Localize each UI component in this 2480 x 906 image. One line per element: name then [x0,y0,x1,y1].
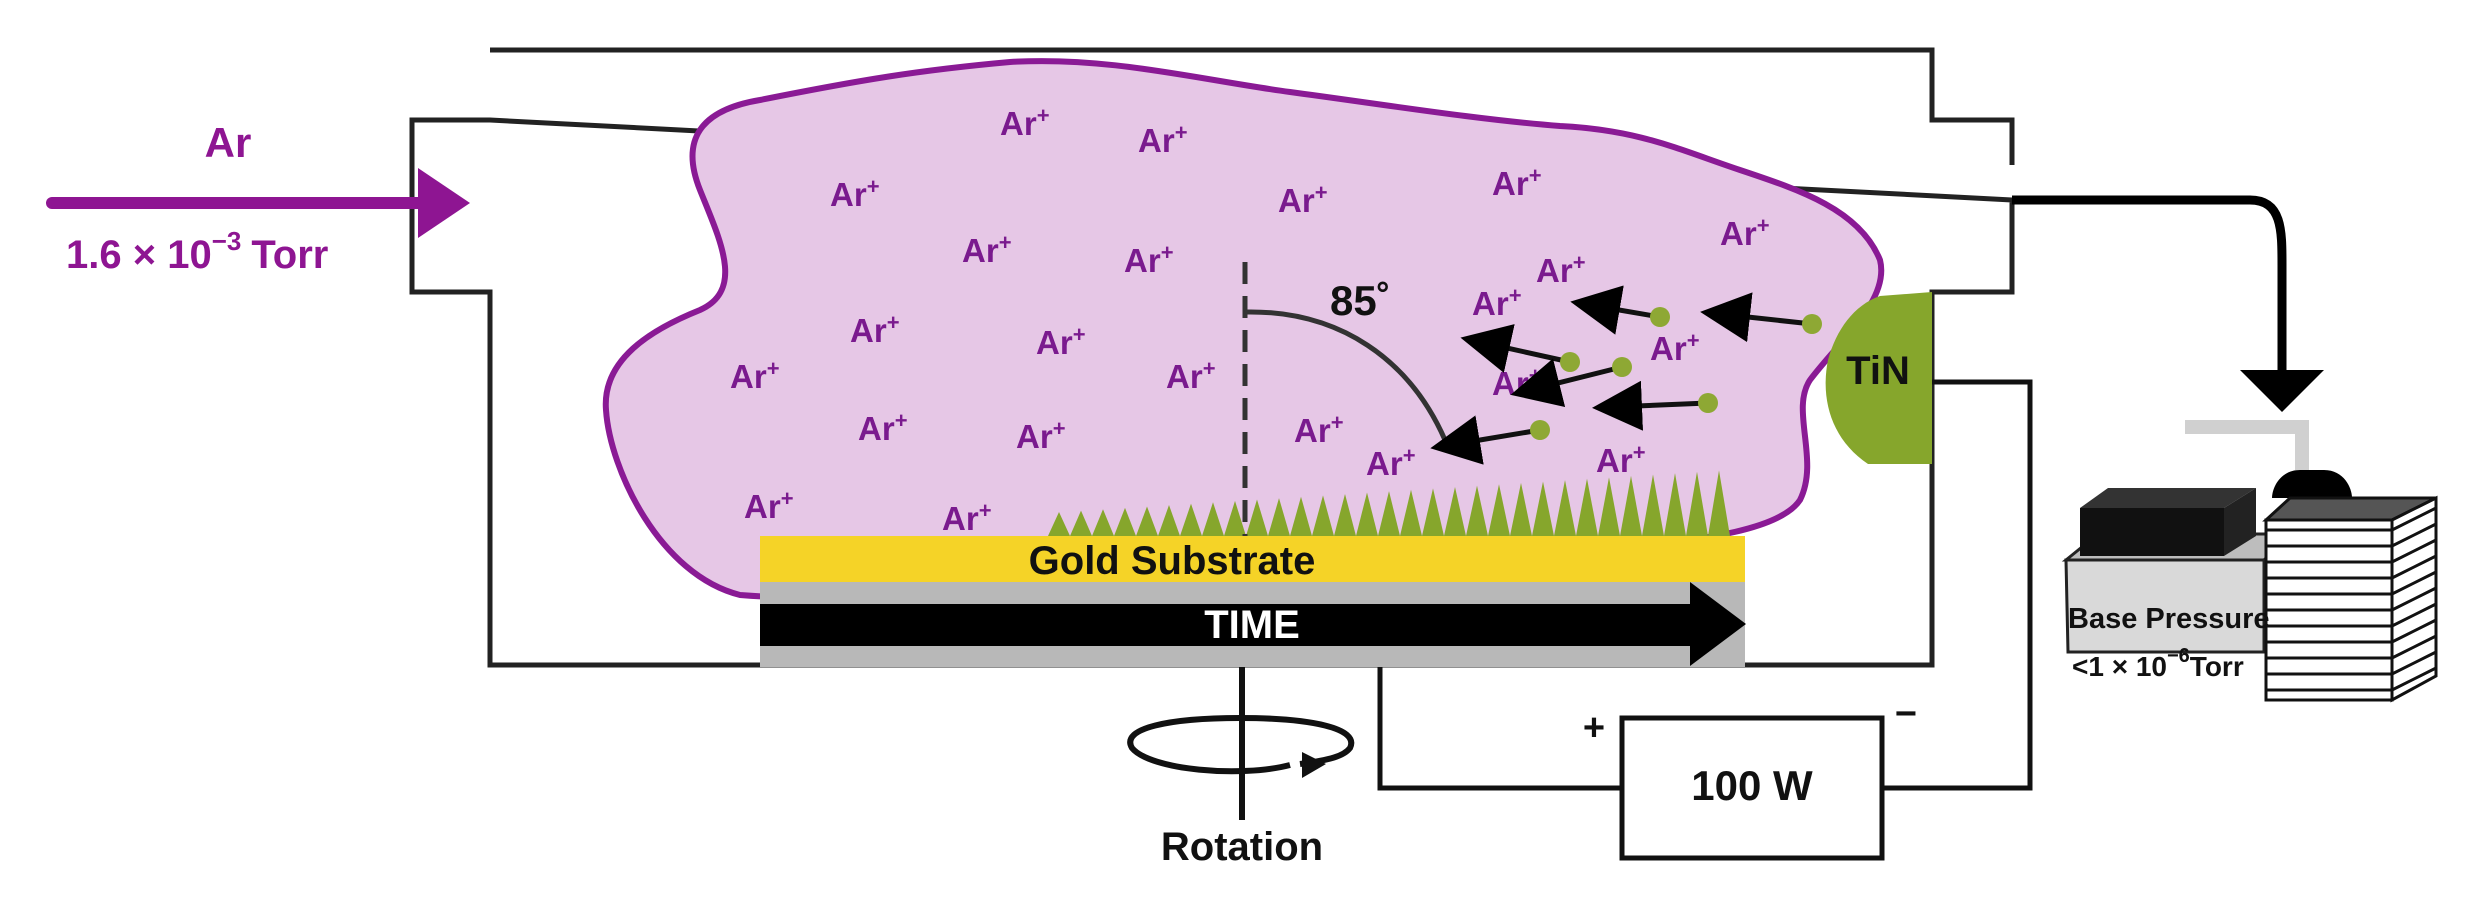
particle-trajectory-arrow [1592,380,1709,431]
argon-ion-label: Ar+ [850,310,900,349]
argon-inlet-arrow [46,168,470,238]
angle-label: 85˚ [1330,277,1391,324]
argon-ion-label: Ar+ [1294,410,1344,449]
film-column [1532,481,1554,536]
argon-ion-label: Ar+ [1720,213,1770,252]
sputtered-particle [1612,357,1632,377]
power-minus-label: − [1895,693,1917,735]
film-column [1268,498,1290,536]
tin-target [1825,292,1932,464]
argon-ion-label: Ar+ [962,230,1012,269]
time-arrow [760,582,1746,666]
film-column [1246,499,1268,536]
argon-ion-label: Ar+ [744,486,794,525]
argon-ion-label: Ar+ [1138,120,1188,159]
argon-ion-label: Ar+ [1366,443,1416,482]
film-column [1664,473,1686,536]
argon-ion-label: Ar+ [1016,416,1066,455]
film-column [1202,502,1224,536]
argon-ion-label: Ar+ [1000,103,1050,142]
film-column [1092,509,1114,536]
rotation-arrow-icon [1127,714,1355,778]
power-plus-label: + [1583,707,1605,749]
film-column [1422,488,1444,536]
gold-substrate [760,536,1745,582]
rotation-label: Rotation [1161,825,1323,869]
film-column [1620,475,1642,536]
sputtered-particle [1650,307,1670,327]
wire-positive [1377,667,1622,791]
particle-trajectory-arrow [1570,285,1661,335]
film-column [1290,496,1312,536]
film-column [1180,503,1202,536]
particle-trajectory-arrow [1700,292,1813,343]
argon-ion-label: Ar+ [1650,328,1700,367]
argon-ion-label: Ar+ [1278,180,1328,219]
sputtered-particle [1530,420,1550,440]
sputtered-particle [1560,352,1580,372]
film-column [1070,510,1092,536]
film-column [1554,480,1576,536]
film-column [1356,492,1378,536]
film-column [1378,491,1400,536]
film-column [1488,484,1510,536]
argon-ion-label: Ar+ [730,356,780,395]
power-supply-box [1619,715,1885,861]
vacuum-pump [2061,420,2438,703]
sputtered-particle [1802,314,1822,334]
film-column [1642,474,1664,536]
pump-line [2012,195,2287,375]
film-column [1686,471,1708,536]
argon-ion-label: Ar+ [1596,440,1646,479]
argon-ion-label: Ar+ [1536,250,1586,289]
film-column [1466,485,1488,536]
film-column [1158,505,1180,536]
target-label: TiN [1846,349,1910,393]
film-column [1576,478,1598,536]
time-label: TIME [1204,603,1300,647]
film-column [1114,507,1136,536]
film-column [1136,506,1158,536]
argon-ion-label: Ar+ [1124,240,1174,279]
argon-ion-label: Ar+ [1472,283,1522,322]
film-column [1312,495,1334,536]
film-column [1400,489,1422,536]
wire-negative [1882,379,2033,791]
inlet-gas-label: Ar [205,119,252,166]
particle-trajectory-arrow [1510,358,1623,407]
argon-ion-label: Ar+ [858,408,908,447]
film-column [1598,477,1620,536]
film-column [1510,482,1532,536]
film-column [1224,500,1246,536]
argon-ion-label: Ar+ [1492,163,1542,202]
particle-trajectory-arrow [1430,415,1541,465]
power-supply-label: 100 W [1691,762,1813,809]
tin-film-growth [1048,470,1730,536]
sputtered-particles [1430,285,1822,465]
film-column [1444,487,1466,536]
sputtered-particle [1698,393,1718,413]
pump-pressure-value: <1 × 10−6Torr [2072,645,2244,682]
argon-ion-label: Ar+ [1036,322,1086,361]
argon-ion-label: Ar+ [1166,356,1216,395]
pump-arrow-icon [2240,370,2324,412]
vacuum-chamber [409,47,2015,668]
film-column [1048,512,1070,536]
substrate-label: Gold Substrate [1029,539,1316,583]
film-column [1334,493,1356,536]
incidence-angle-arc [1244,309,1448,442]
pump-base-pressure-label: Base Pressure [2068,603,2270,635]
film-column [1708,470,1730,536]
argon-ion-label: Ar+ [942,498,992,537]
argon-ion-label: Ar+ [830,174,880,213]
